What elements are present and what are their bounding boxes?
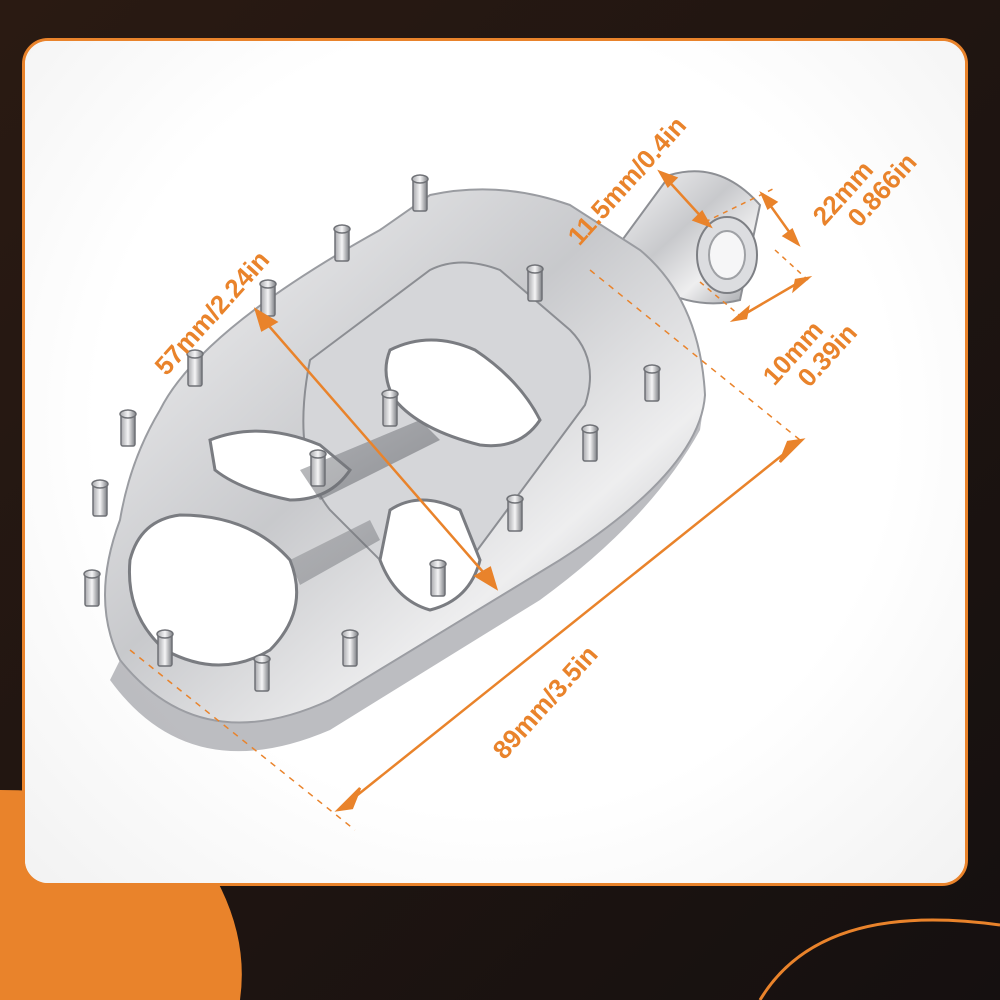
orange-arc-line — [758, 918, 1000, 1000]
pad-body — [104, 188, 707, 752]
traction-bolts — [83, 174, 661, 692]
dimension-lines — [129, 169, 813, 831]
